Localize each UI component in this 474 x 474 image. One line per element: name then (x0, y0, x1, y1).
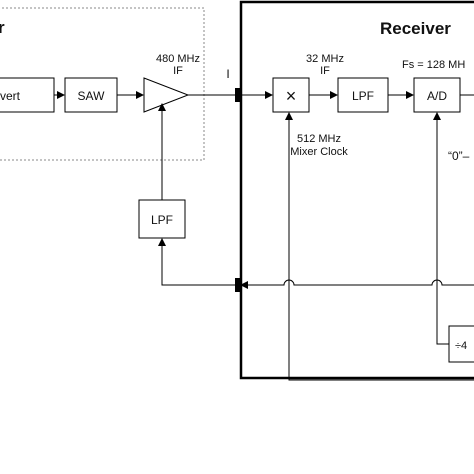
feedback-lpf-label: LPF (151, 213, 173, 227)
if32-label-if: IF (320, 65, 330, 77)
adc-label: A/D (427, 89, 447, 103)
if480-label-freq: 480 MHz (156, 53, 200, 65)
if480-label-if: IF (173, 65, 183, 77)
mixer-block (272, 77, 310, 113)
mixer-symbol: × (286, 86, 297, 106)
wire-feedback-return (240, 279, 474, 289)
receiver-title: Receiver (380, 19, 451, 38)
receiver-region (239, 0, 474, 380)
zero-label: “0”– (448, 149, 470, 163)
convert-block (0, 77, 55, 113)
adc-block (413, 77, 461, 113)
sample-rate-label: Fs = 128 MH (402, 59, 465, 71)
receiver-lpf-label: LPF (352, 89, 374, 103)
signal-connector (235, 88, 241, 102)
transmitter-region (0, 7, 205, 161)
mixer-clock-label-text: Mixer Clock (290, 146, 348, 158)
transmitter-title: r (0, 18, 5, 37)
signal-wires (54, 91, 474, 381)
amplifier-triangle (143, 77, 190, 113)
saw-label: SAW (78, 89, 106, 103)
convert-label: vert (0, 89, 21, 103)
i-channel-label: I (226, 67, 229, 81)
wire-mixer-clock (285, 112, 474, 381)
mixer-clock-label-freq: 512 MHz (297, 133, 341, 145)
wire-adc-clock (433, 112, 449, 345)
receiver-lpf-block (337, 77, 389, 113)
saw-filter-block (64, 77, 118, 113)
if32-label-freq: 32 MHz (306, 53, 344, 65)
wire-connector-to-feedback-lpf (158, 238, 235, 286)
divider-label: ÷4 (455, 340, 467, 352)
feedback-connector (235, 278, 241, 292)
